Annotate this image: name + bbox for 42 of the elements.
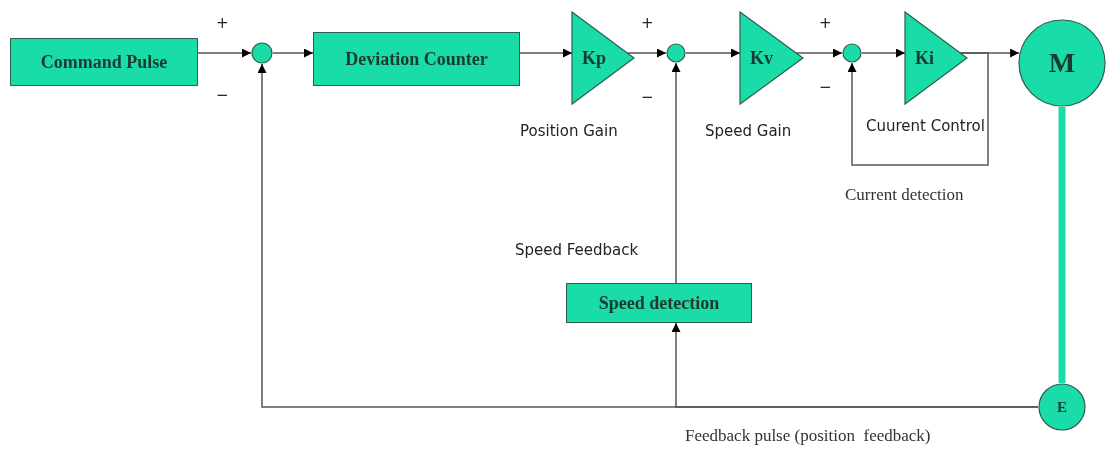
block-caption: Speed Gain [705, 122, 792, 140]
motor-label: M [1048, 47, 1076, 79]
gain-triangle [740, 12, 803, 104]
summing-junction [666, 43, 686, 63]
block-label: Speed detection [598, 292, 720, 314]
gain-label: Kp [582, 47, 606, 69]
arrow [671, 322, 1039, 408]
gain-triangle [572, 12, 634, 104]
sign-label: − [216, 86, 229, 104]
sign-label: − [819, 78, 832, 96]
block-caption: Position Gain [520, 122, 618, 140]
process-box [10, 38, 198, 86]
motor-label: E [1057, 398, 1067, 416]
signal-label: Speed Feedback [515, 241, 639, 259]
arrow [671, 62, 681, 284]
arrow [795, 48, 843, 58]
arrow [685, 48, 741, 58]
block-caption: Cuurent Control [866, 117, 985, 135]
block-label: Deviation Counter [345, 48, 488, 70]
arrow [519, 48, 573, 58]
arrow [626, 48, 667, 58]
encoder-circle [1038, 383, 1086, 431]
block-label: Command Pulse [40, 51, 168, 73]
arrow [272, 48, 314, 58]
process-box [313, 32, 520, 86]
sign-label: + [819, 14, 832, 32]
sign-label: + [216, 14, 229, 32]
gain-triangle [905, 12, 967, 104]
signal-label: Current detection [845, 185, 964, 205]
summing-junction [842, 43, 862, 63]
signal-label: Feedback pulse (position feedback) [685, 426, 931, 446]
process-box [566, 283, 752, 323]
summing-junction [251, 42, 273, 64]
sign-label: + [641, 14, 654, 32]
arrow [197, 48, 252, 58]
gain-label: Ki [915, 47, 934, 69]
arrow [861, 48, 906, 58]
gain-label: Kv [750, 47, 773, 69]
sign-label: − [641, 88, 654, 106]
shaft-line [1058, 107, 1066, 383]
motor-circle [1018, 19, 1106, 107]
arrow [847, 52, 989, 166]
